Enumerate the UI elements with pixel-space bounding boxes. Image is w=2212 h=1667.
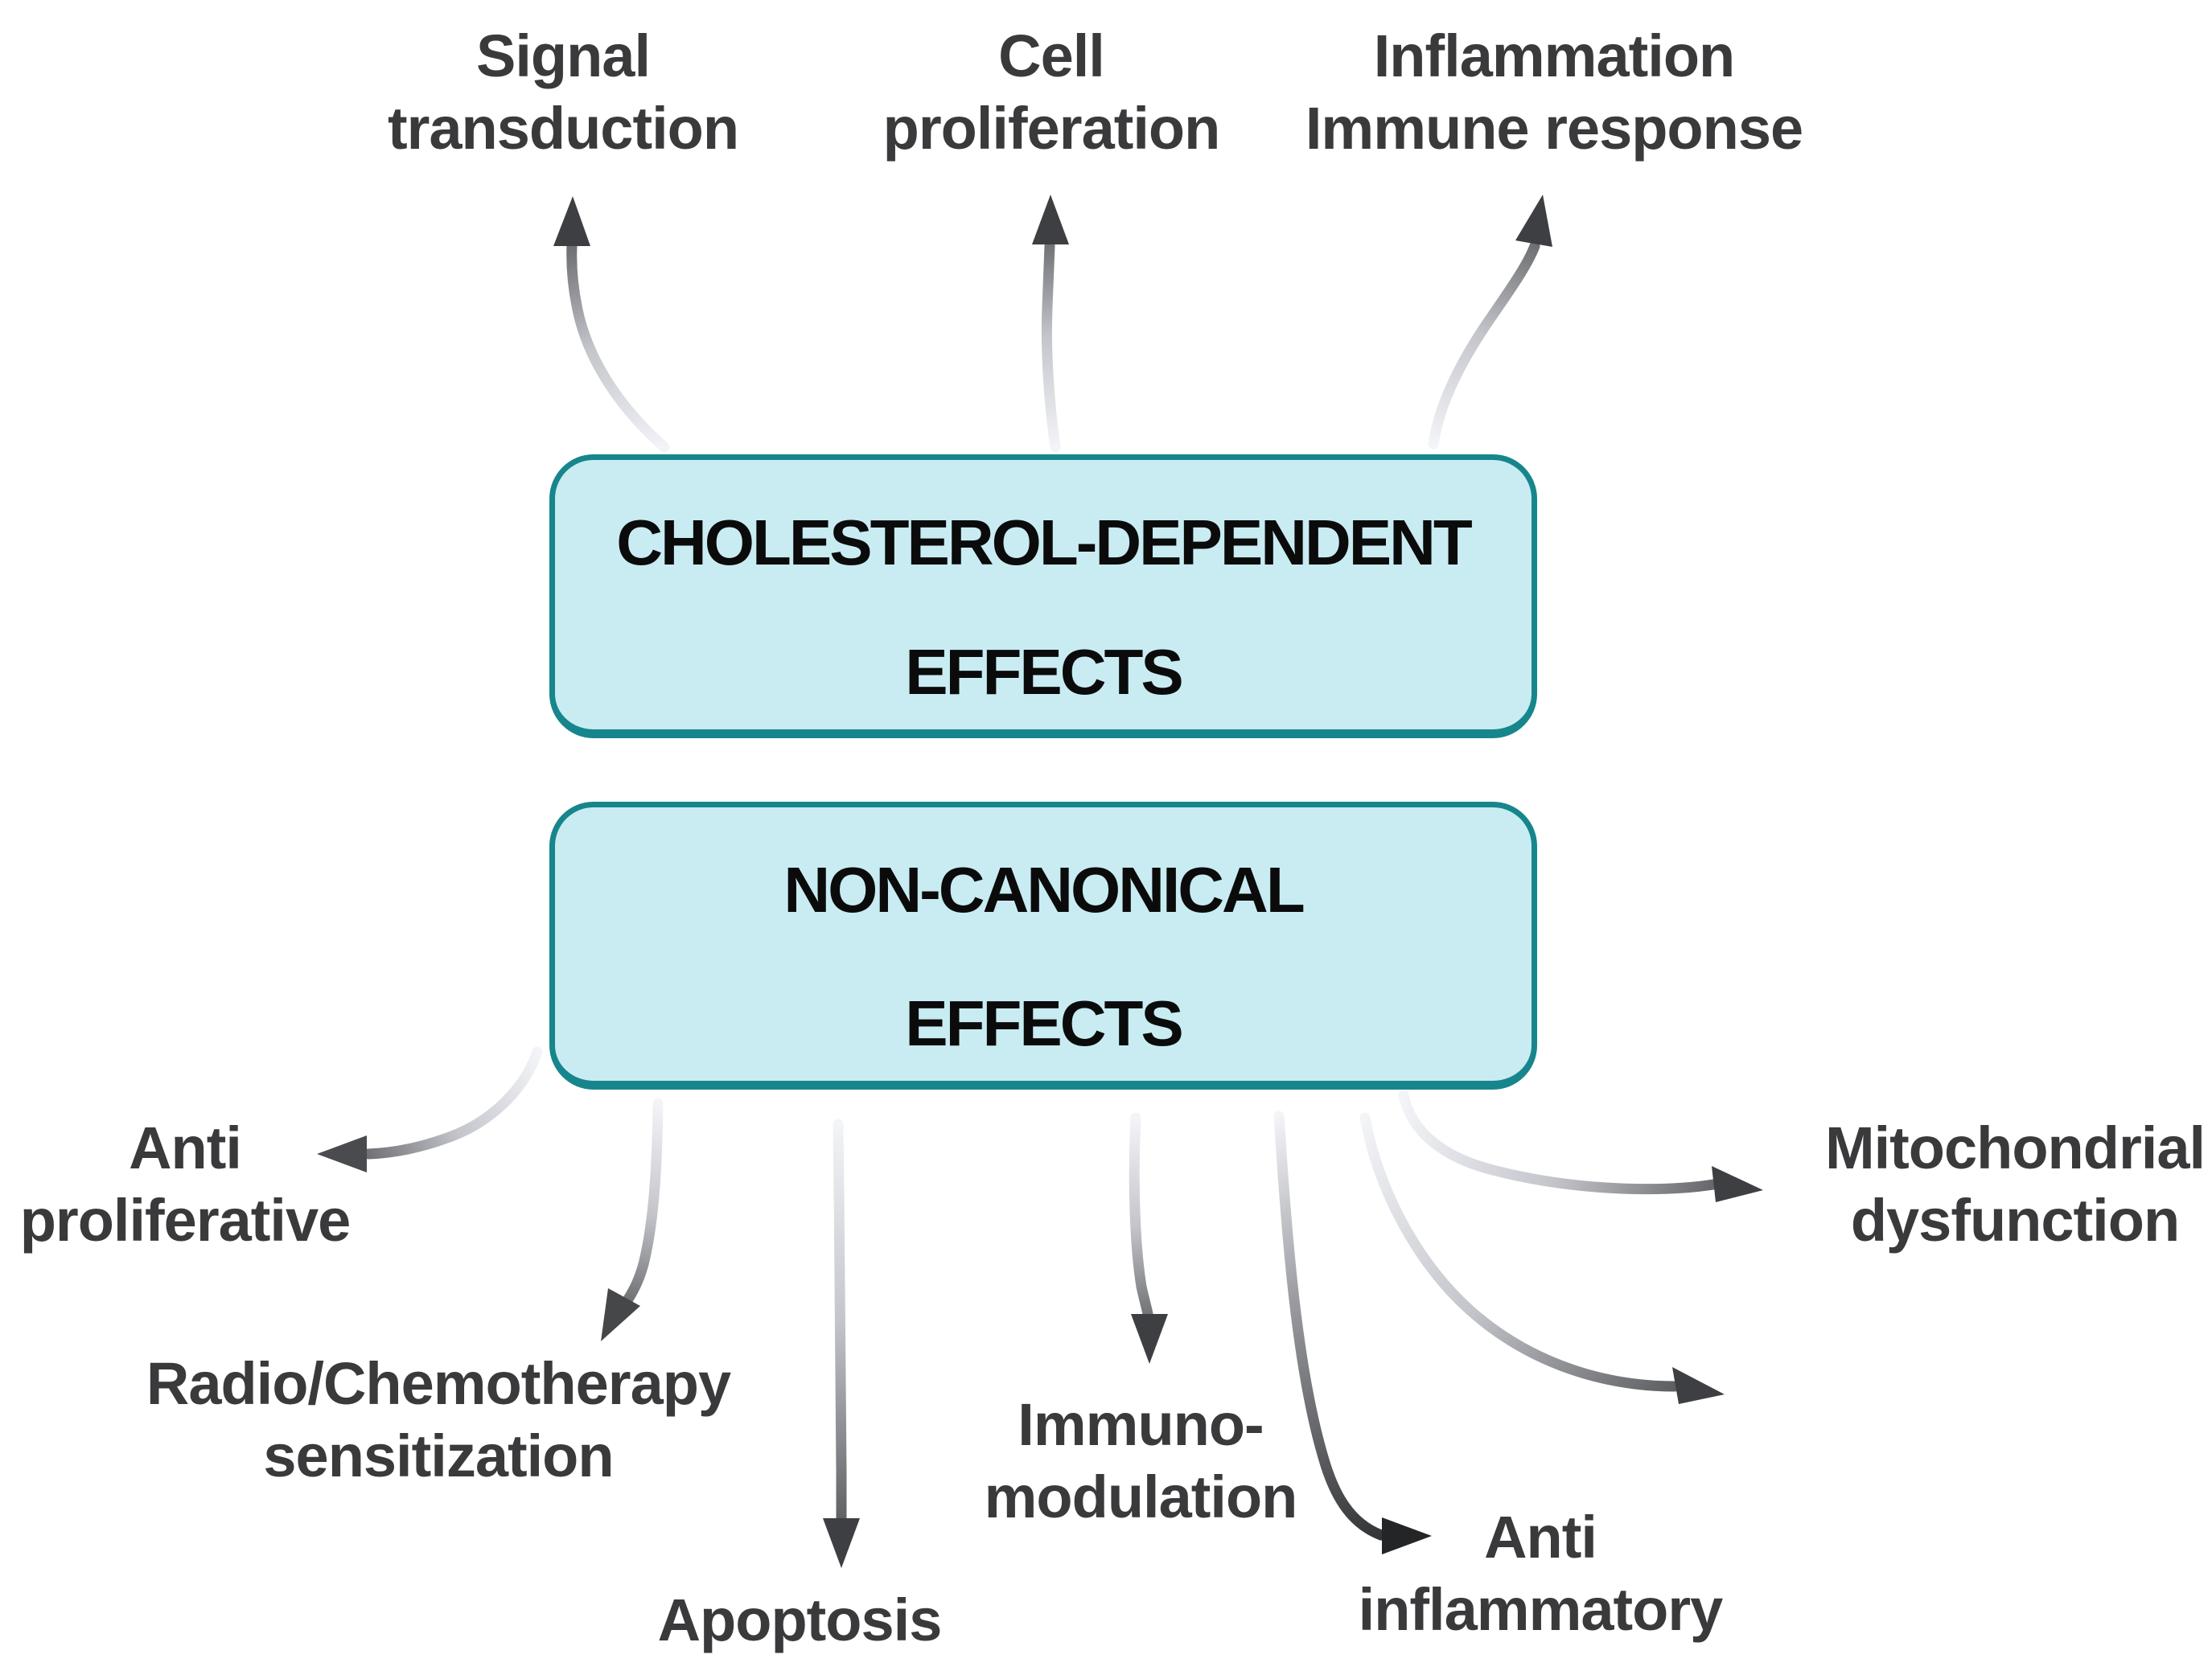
box-cholesterol-dependent-effects: CHOLESTEROL-DEPENDENT EFFECTS bbox=[549, 454, 1537, 738]
arrow-to-radio-chemo-sensitization bbox=[601, 1098, 664, 1341]
arrow-to-immuno-modulation bbox=[1129, 1112, 1168, 1364]
arrow-to-signal-transduction bbox=[553, 196, 670, 453]
label-anti-proliferative: Anti proliferative bbox=[0, 1112, 426, 1257]
label-line: sensitization bbox=[263, 1423, 614, 1489]
label-line: Inflammation bbox=[1373, 23, 1735, 89]
label-line: Apoptosis bbox=[657, 1587, 943, 1653]
label-line: Anti bbox=[129, 1115, 242, 1181]
label-line: Signal bbox=[475, 23, 651, 89]
label-cell-proliferation: Cell proliferation bbox=[810, 20, 1293, 165]
label-line: transduction bbox=[387, 95, 739, 162]
label-inflammation-immune-response: Inflammation Immune response bbox=[1273, 20, 1836, 165]
label-line: Immuno- bbox=[1018, 1391, 1264, 1458]
box-title-line: CHOLESTEROL-DEPENDENT bbox=[616, 507, 1472, 578]
label-line: Anti bbox=[1484, 1504, 1597, 1571]
label-line: dysfunction bbox=[1850, 1187, 2180, 1254]
label-anti-inflammatory: Anti inflammatory bbox=[1299, 1501, 1782, 1646]
label-line: proliferation bbox=[882, 95, 1221, 162]
arrow-to-mitochondrial-dysfunction bbox=[1398, 1090, 1763, 1202]
label-signal-transduction: Signal transduction bbox=[322, 20, 804, 165]
box-non-canonical-effects: NON-CANONICAL EFFECTS bbox=[549, 802, 1537, 1090]
label-line: proliferative bbox=[19, 1187, 352, 1254]
label-line: Radio/Chemotherapy bbox=[146, 1350, 731, 1417]
label-mitochondrial-dysfunction: Mitochondrial dysfunction bbox=[1774, 1112, 2212, 1257]
label-line: modulation bbox=[984, 1464, 1298, 1530]
arrow-unlabeled-right bbox=[1359, 1112, 1725, 1404]
arrow-to-cell-proliferation bbox=[1032, 195, 1069, 453]
label-line: Mitochondrial bbox=[1824, 1115, 2206, 1181]
box-title-line: NON-CANONICAL bbox=[783, 854, 1305, 926]
box-title-line: EFFECTS bbox=[905, 987, 1183, 1059]
box-title-line: EFFECTS bbox=[905, 636, 1183, 708]
label-apoptosis: Apoptosis bbox=[558, 1584, 1041, 1657]
label-line: Cell bbox=[998, 23, 1105, 89]
arrow-to-inflammation-immune-response bbox=[1428, 195, 1552, 450]
arrow-to-apoptosis bbox=[823, 1119, 860, 1568]
label-immuno-modulation: Immuno- modulation bbox=[899, 1389, 1382, 1534]
label-line: inflammatory bbox=[1358, 1576, 1724, 1643]
label-line: Immune response bbox=[1305, 95, 1803, 162]
label-radio-chemotherapy-sensitization: Radio/Chemotherapy sensitization bbox=[117, 1348, 760, 1492]
